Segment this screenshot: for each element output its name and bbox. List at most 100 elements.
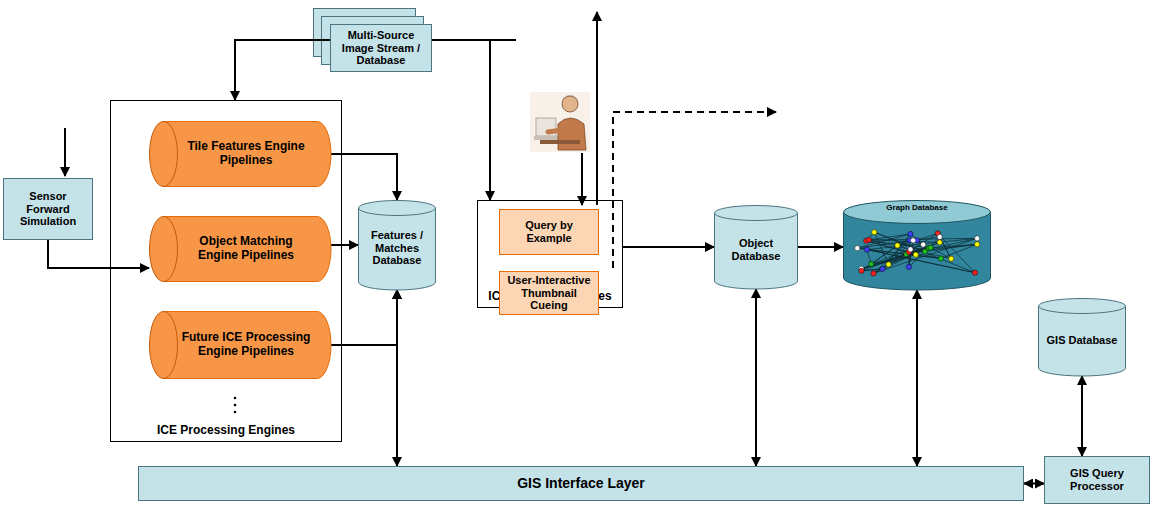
graph-link bbox=[869, 238, 977, 240]
stream-line bbox=[490, 39, 516, 41]
group-frame: ICE Processing Engines Tile Features Engi… bbox=[110, 100, 342, 442]
node-label: Features / Matches Database bbox=[361, 229, 433, 267]
graph-link bbox=[867, 250, 975, 273]
node-body: ICE Processing Engines bbox=[111, 424, 341, 438]
connector-arrow bbox=[755, 289, 757, 466]
group-frame: ICE Search InterfacesQuery by ExampleUse… bbox=[477, 200, 623, 308]
connector-arrow bbox=[331, 154, 397, 200]
graph-vertex bbox=[928, 245, 933, 250]
graph-link bbox=[883, 240, 914, 269]
more-dot bbox=[234, 404, 237, 407]
graph-vertex bbox=[908, 231, 913, 236]
graph-vertex bbox=[866, 237, 871, 242]
box-outline bbox=[500, 272, 599, 315]
graph-vertex bbox=[859, 268, 864, 273]
database-cylinder: Object Database bbox=[714, 205, 798, 289]
connector-arrow bbox=[432, 40, 490, 200]
graph-vertex bbox=[871, 271, 876, 276]
cylinder-body bbox=[163, 122, 331, 187]
graph-link bbox=[862, 245, 898, 270]
node-body: Multi-Source Image Stream / Database bbox=[330, 24, 432, 72]
graph-vertex bbox=[886, 262, 891, 267]
graph-vertex bbox=[975, 236, 980, 241]
cylinder-body bbox=[715, 213, 798, 289]
process-box: GIS Query Processor bbox=[1044, 456, 1150, 504]
node-body: Graph Database bbox=[843, 200, 991, 290]
graph-link bbox=[862, 254, 907, 271]
graph-vertex bbox=[855, 246, 860, 251]
graph-vertex bbox=[937, 234, 942, 239]
cylinder-top bbox=[1039, 299, 1126, 314]
connector-arrow bbox=[235, 40, 330, 100]
graph-vertex bbox=[906, 264, 911, 269]
graph-vertex bbox=[972, 270, 977, 275]
node-body: Query by Example bbox=[499, 209, 599, 255]
cylinder-body bbox=[359, 208, 436, 290]
cylinder-cap bbox=[150, 217, 178, 282]
process-box: Sensor Forward Simulation bbox=[3, 178, 93, 240]
node-outline bbox=[843, 200, 991, 290]
connector-arrow bbox=[396, 290, 398, 466]
cylinder-cap bbox=[150, 312, 178, 379]
connector-arrow bbox=[331, 290, 397, 345]
graph-vertex bbox=[937, 240, 942, 245]
graph-vertex bbox=[938, 256, 943, 261]
node-label: GIS Database bbox=[1047, 334, 1118, 347]
graph-vertex bbox=[913, 252, 918, 257]
database-cylinder: GIS Database bbox=[1038, 298, 1126, 376]
graph-vertex bbox=[911, 238, 916, 243]
node-label: GIS Interface Layer bbox=[517, 475, 645, 491]
node-label: ICE Processing Engines bbox=[157, 424, 295, 438]
connector-arrow bbox=[623, 246, 714, 248]
connector-arrow bbox=[331, 244, 358, 246]
graph-link bbox=[867, 250, 975, 273]
cylinder-top bbox=[715, 206, 798, 221]
cylinder-cap bbox=[150, 122, 178, 187]
box-outline bbox=[1045, 457, 1150, 504]
node-label: Graph Database bbox=[886, 203, 947, 212]
node-label: User-Interactive Thumbnail Cueing bbox=[503, 274, 595, 312]
graph-vertex bbox=[880, 266, 885, 271]
node-label: GIS Query Processor bbox=[1048, 467, 1146, 492]
box-outline bbox=[4, 179, 93, 240]
database-cylinder: Graph Database bbox=[843, 200, 991, 290]
graph-vertex bbox=[872, 230, 877, 235]
cylinder-top bbox=[359, 201, 436, 216]
box-outline bbox=[500, 210, 599, 255]
graph-vertex bbox=[949, 256, 954, 261]
input-arrow bbox=[64, 128, 66, 176]
graph-vertex bbox=[921, 242, 926, 247]
connector-arrow bbox=[798, 246, 843, 248]
user-arrow bbox=[596, 12, 598, 205]
cylinder-body bbox=[163, 217, 331, 282]
box-outline bbox=[139, 467, 1024, 501]
graph-vertex bbox=[974, 242, 979, 247]
more-dot bbox=[234, 411, 237, 414]
node-body: Future ICE Processing Engine Pipelines bbox=[149, 311, 331, 379]
node-body: GIS Database bbox=[1038, 298, 1126, 376]
node-label: Object Database bbox=[717, 237, 795, 262]
node-label: Tile Features Engine Pipelines bbox=[179, 140, 313, 168]
process-box: Multi-Source Image Stream / Database bbox=[330, 24, 432, 72]
node-body: User-Interactive Thumbnail Cueing bbox=[499, 271, 599, 315]
cylinder-body bbox=[1039, 306, 1126, 376]
pipeline-cylinder: Future ICE Processing Engine Pipelines bbox=[149, 311, 331, 379]
connector-arrow bbox=[1081, 376, 1083, 456]
node-body: Sensor Forward Simulation bbox=[3, 178, 93, 240]
box-outline bbox=[331, 25, 432, 72]
user-arrow bbox=[581, 153, 583, 205]
connector-arrow bbox=[1024, 483, 1044, 485]
node-body: GIS Interface Layer bbox=[138, 466, 1024, 501]
graph-link bbox=[909, 244, 977, 252]
cylinder-body bbox=[163, 312, 331, 379]
connector-arrow bbox=[916, 290, 918, 466]
analyst-figure bbox=[530, 92, 590, 152]
graph-vertex bbox=[869, 261, 874, 266]
pipeline-cylinder: Object Matching Engine Pipelines bbox=[149, 216, 331, 282]
more-dot bbox=[234, 397, 237, 400]
pipeline-cylinder: Tile Features Engine Pipelines bbox=[149, 121, 331, 187]
connector-arrow bbox=[48, 240, 149, 268]
graph-vertex bbox=[864, 247, 869, 252]
node-label: Multi-Source Image Stream / Database bbox=[334, 29, 428, 67]
